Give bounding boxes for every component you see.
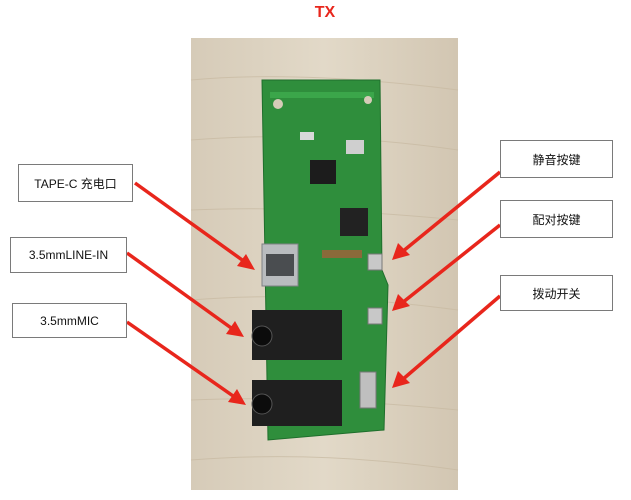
pair-button-part xyxy=(367,307,383,325)
arrowhead-switch xyxy=(392,371,410,388)
arrow-typec xyxy=(133,181,247,264)
component xyxy=(300,132,314,140)
arrow-pair xyxy=(400,223,502,305)
arrow-mic xyxy=(125,320,238,400)
arrow-switch xyxy=(400,294,502,382)
callout-arrows xyxy=(125,170,502,405)
component xyxy=(346,140,364,154)
slide-switch-part xyxy=(359,371,377,409)
diagram-title: TX xyxy=(314,4,336,21)
arrow-mute xyxy=(400,170,502,254)
label-linein: 3.5mmLINE-IN xyxy=(10,237,127,273)
ic-chip xyxy=(310,160,336,184)
arrowhead-mute xyxy=(392,243,410,260)
arrowhead-mic xyxy=(228,389,246,405)
mount-hole xyxy=(364,96,372,104)
arrow-linein xyxy=(125,251,236,332)
typec-port-opening xyxy=(266,254,294,276)
antenna-trace xyxy=(270,92,374,98)
label-switch: 拨动开关 xyxy=(500,275,613,311)
mute-button-part xyxy=(367,253,383,271)
mount-hole xyxy=(273,99,283,109)
arrowhead-linein xyxy=(226,321,244,337)
ic-chip xyxy=(340,208,368,236)
label-mute: 静音按键 xyxy=(500,140,613,178)
label-typec: TAPE-C 充电口 xyxy=(18,164,133,202)
jack-opening xyxy=(251,393,273,415)
jack-opening xyxy=(251,325,273,347)
label-mic: 3.5mmMIC xyxy=(12,303,127,338)
arrowhead-pair xyxy=(392,294,410,311)
arrowhead-typec xyxy=(237,254,255,270)
component xyxy=(322,250,362,258)
label-pair: 配对按键 xyxy=(500,200,613,238)
